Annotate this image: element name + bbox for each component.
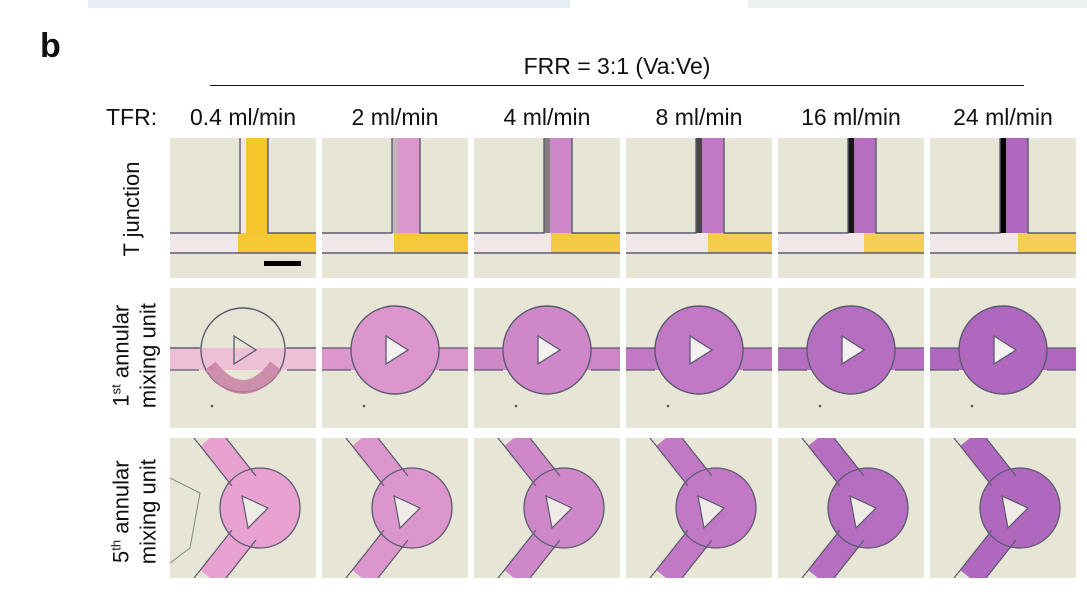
micrograph-first-mixing-unit-24 [930,288,1076,428]
micrograph-image [626,288,772,428]
micrograph-first-mixing-unit-8 [626,288,772,428]
scale-bar [264,261,301,266]
micrograph-first-mixing-unit-16 [778,288,924,428]
micrograph-image [322,138,468,278]
micrograph-first-mixing-unit-0.4 [170,288,316,428]
micrograph-image [930,438,1076,578]
micrograph-fifth-mixing-unit-4 [474,438,620,578]
micrograph-image [322,288,468,428]
micrograph-t-junction-24 [930,138,1076,278]
micrograph-image [626,138,772,278]
micrograph-image [474,138,620,278]
micrograph-image [170,438,316,578]
micrograph-first-mixing-unit-4 [474,288,620,428]
micrograph-image [626,438,772,578]
column-label-4: 4 ml/min [503,104,591,130]
frr-header: FRR = 3:1 (Va:Ve) [523,53,711,79]
row1-ordinal: 1 [108,394,134,407]
row1-annular: annular [108,304,134,385]
column-label-2: 2 ml/min [351,104,439,130]
micrograph-image [778,438,924,578]
top-strip-right [748,0,1087,8]
column-label-0.4: 0.4 ml/min [189,104,297,130]
row-label-t-junction: T junction [119,136,145,282]
micrograph-image [170,138,316,278]
micrograph-image [930,288,1076,428]
micrograph-image [930,138,1076,278]
micrograph-fifth-mixing-unit-2 [322,438,468,578]
panel-label: b [40,27,61,65]
column-label-8: 8 ml/min [655,104,743,130]
micrograph-fifth-mixing-unit-0.4 [170,438,316,578]
micrograph-t-junction-2 [322,138,468,278]
micrograph-image [474,438,620,578]
micrograph-fifth-mixing-unit-16 [778,438,924,578]
row2-ordinal: 5 [108,550,134,563]
micrograph-t-junction-0.4 [170,138,316,278]
row1-ordinal-suffix: st [108,384,124,395]
row-label-t-junction-text: T junction [119,161,144,257]
row2-ordinal-suffix: th [108,539,124,551]
column-label-16: 16 ml/min [801,104,901,130]
row2-annular: annular [108,460,134,540]
micrograph-t-junction-8 [626,138,772,278]
tfr-label: TFR: [106,104,158,130]
column-label-24: 24 ml/min [953,104,1053,130]
header-rule [210,85,1024,86]
micrograph-image [778,138,924,278]
top-strip-left [88,0,570,8]
micrograph-image [170,288,316,428]
micrograph-image [322,438,468,578]
micrograph-fifth-mixing-unit-24 [930,438,1076,578]
row-label-1st-line1: 1st annular [102,283,134,429]
micrograph-t-junction-4 [474,138,620,278]
row-label-5th-line2: mixing unit [135,459,161,565]
micrograph-fifth-mixing-unit-8 [626,438,772,578]
micrograph-first-mixing-unit-2 [322,288,468,428]
row-label-5th-mixing-unit: 5th annular mixing unit [102,439,161,585]
row-label-1st-mixing-unit: 1st annular mixing unit [102,283,161,429]
micrograph-image [474,288,620,428]
micrograph-image [778,288,924,428]
row-label-5th-line1: 5th annular [102,439,134,585]
micrograph-t-junction-16 [778,138,924,278]
row-label-1st-line2: mixing unit [135,303,161,409]
